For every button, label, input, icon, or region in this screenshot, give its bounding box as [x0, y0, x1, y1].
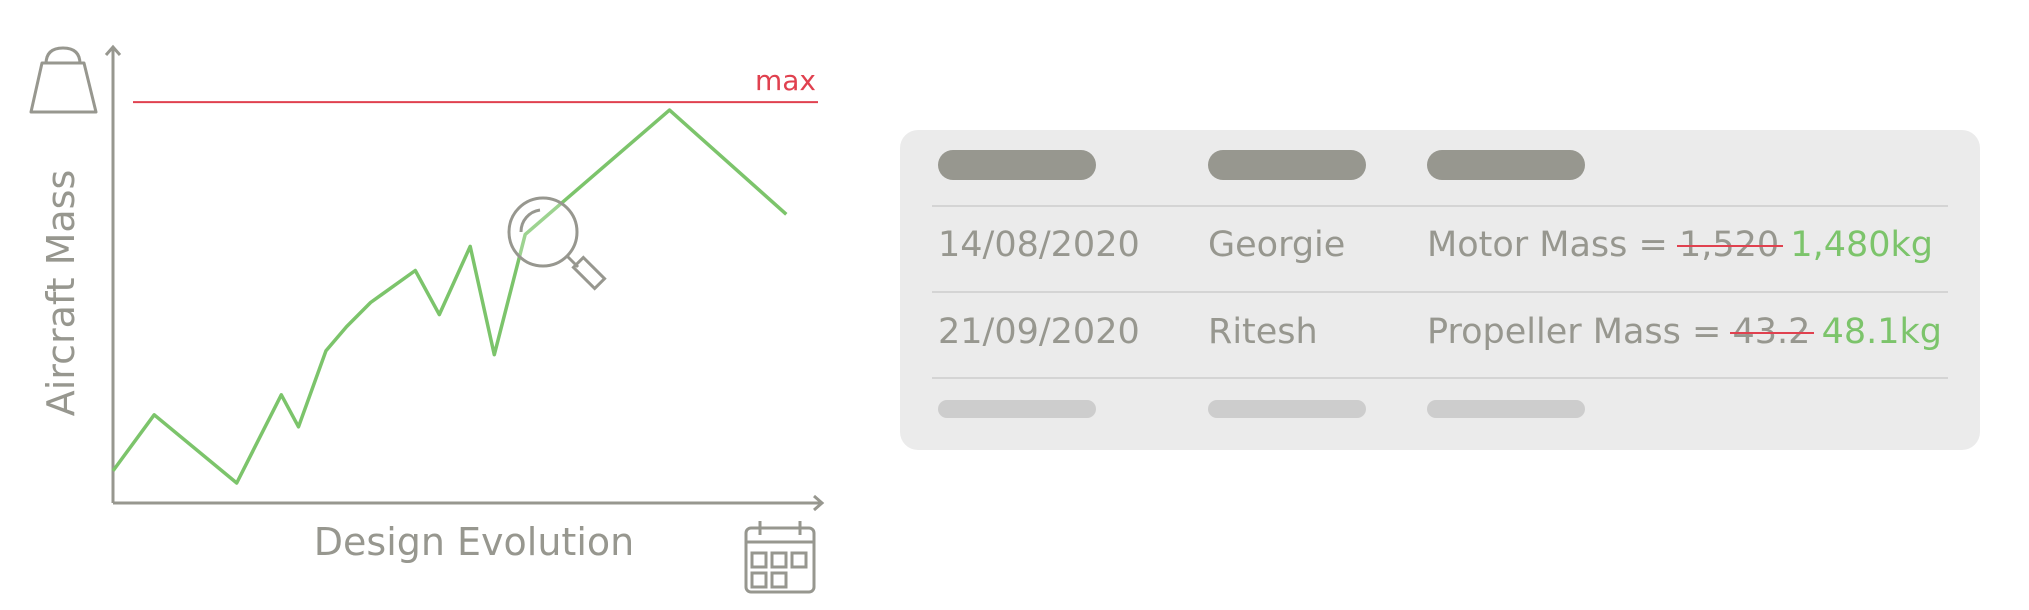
y-axis-arrow: [104, 44, 122, 56]
axes: [104, 44, 825, 512]
column-header-placeholder: [1427, 150, 1585, 180]
row-divider: [932, 377, 1948, 379]
new-value: 48.1kg: [1821, 312, 1942, 352]
row-date: 21/09/2020: [938, 312, 1140, 352]
change-label: Propeller Mass =: [1427, 312, 1722, 352]
row-change: Propeller Mass = 43.2 48.1kg: [1427, 302, 1942, 362]
row-date: 14/08/2020: [938, 225, 1140, 265]
row-divider: [932, 291, 1948, 293]
old-value: 43.2: [1730, 302, 1815, 362]
max-label: max: [755, 64, 816, 97]
magnifier-icon: [507, 196, 607, 291]
change-label: Motor Mass =: [1427, 225, 1668, 265]
row-placeholder: [938, 400, 1096, 418]
row-placeholder: [1208, 400, 1366, 418]
row-author: Ritesh: [1208, 312, 1318, 352]
old-value: 1,520: [1676, 215, 1784, 275]
calendar-icon: [744, 521, 816, 594]
row-author: Georgie: [1208, 225, 1346, 265]
column-header-placeholder: [938, 150, 1096, 180]
column-header-placeholder: [1208, 150, 1366, 180]
chart: max Aircraft Mass Design Evolution: [29, 44, 825, 594]
y-axis-title: Aircraft Mass: [39, 170, 83, 417]
row-change: Motor Mass = 1,520 1,480kg: [1427, 215, 1933, 275]
row-placeholder: [1427, 400, 1585, 418]
series-line: [111, 108, 788, 485]
x-axis-title: Design Evolution: [314, 520, 634, 564]
row-divider: [932, 205, 1948, 207]
weight-icon: [29, 46, 98, 114]
x-axis-arrow: [813, 494, 825, 512]
new-value: 1,480kg: [1790, 225, 1934, 265]
change-log-panel: 14/08/2020 Georgie Motor Mass = 1,520 1,…: [900, 130, 1980, 450]
